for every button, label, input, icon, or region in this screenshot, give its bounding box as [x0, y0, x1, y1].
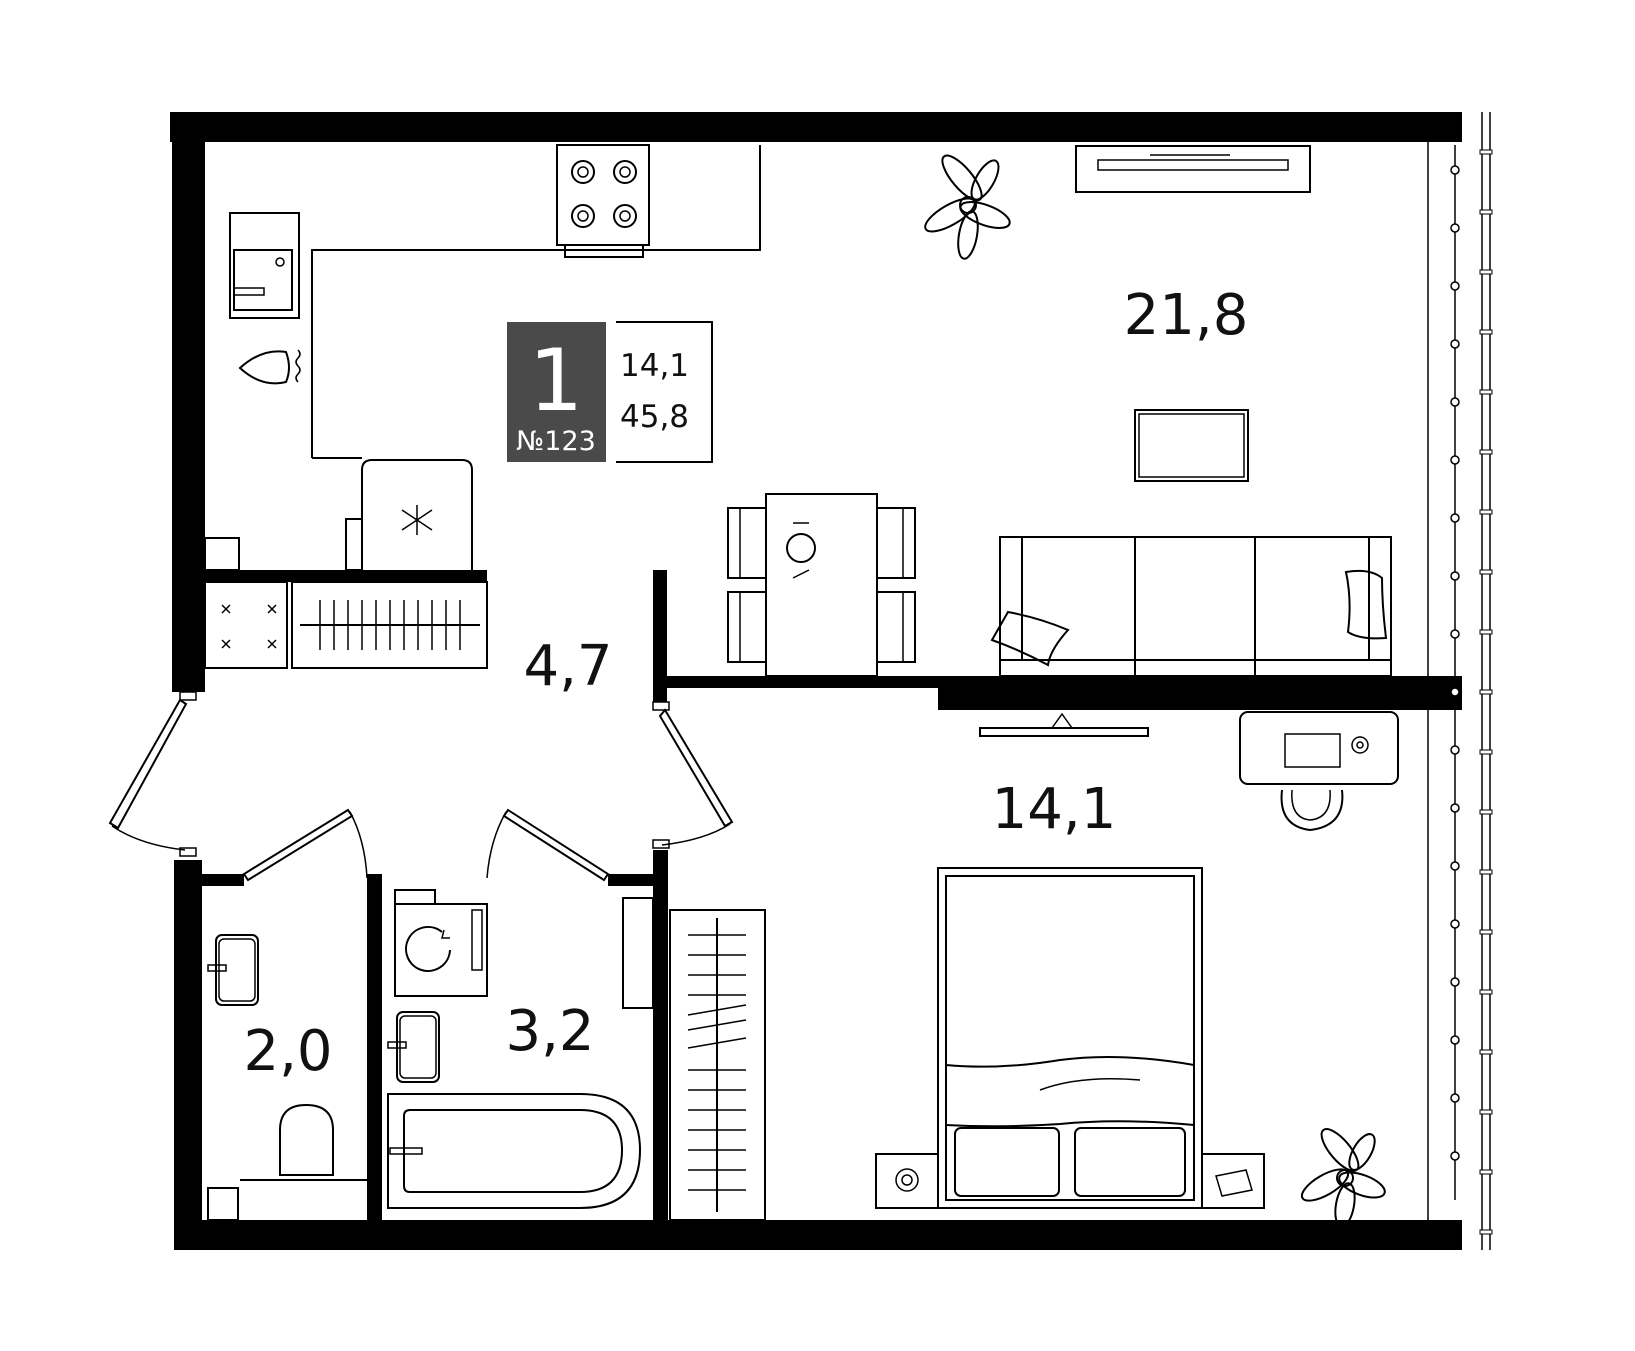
railing-post — [1450, 803, 1460, 813]
window-frame-tick — [1479, 389, 1493, 395]
nightstand-lamp — [875, 1153, 939, 1209]
railing-post — [1450, 223, 1460, 233]
dining-table — [727, 493, 916, 677]
total-area-value: 45,8 — [620, 399, 689, 435]
plant-icon-bedroom — [1300, 1128, 1386, 1228]
sofa — [990, 536, 1392, 677]
railing-post — [1450, 687, 1460, 697]
railing-post — [1450, 629, 1460, 639]
window-frame-tick — [1479, 269, 1493, 275]
railing-post — [1450, 513, 1460, 523]
railing-post — [1450, 1035, 1460, 1045]
entrance-door-right — [652, 701, 734, 849]
railing-post — [1450, 339, 1460, 349]
window-frame-tick — [1479, 449, 1493, 455]
railing-post — [1450, 977, 1460, 987]
window-frame-tick — [1479, 689, 1493, 695]
railing-post — [1450, 919, 1460, 929]
railing-post — [1450, 397, 1460, 407]
apartment-info-box: 1 №123 14,1 45,8 — [507, 321, 713, 463]
toilet-sink — [207, 934, 259, 1006]
tv-stand — [1134, 409, 1249, 482]
window-frame-tick — [1479, 1049, 1493, 1055]
water-heater-icon — [238, 349, 301, 385]
bathroom-door — [486, 808, 610, 882]
railing-post — [1450, 571, 1460, 581]
window-frame-tick — [1479, 149, 1493, 155]
window-frame-tick — [1479, 329, 1493, 335]
railing-post — [1450, 1151, 1460, 1161]
room-area-hallway: 4,7 — [523, 634, 612, 699]
window-frame-tick — [1479, 1169, 1493, 1175]
railing-post — [1450, 281, 1460, 291]
room-area-kitchen-living: 21,8 — [1124, 283, 1249, 348]
walls — [170, 112, 1462, 1250]
cooktop — [556, 144, 650, 258]
window-frame-tick — [1479, 989, 1493, 995]
kitchen-sink — [229, 212, 300, 319]
window-frame-tick — [1479, 749, 1493, 755]
nightstand-book — [1201, 1153, 1265, 1209]
window-frame-tick — [1479, 1109, 1493, 1115]
railing-post — [1450, 455, 1460, 465]
bathroom-sink — [387, 1011, 440, 1083]
toilet-icon — [240, 1103, 367, 1181]
living-area-value: 14,1 — [620, 348, 689, 384]
entrance-door-left — [108, 691, 197, 857]
apartment-number: №123 — [516, 426, 596, 457]
desk — [1239, 711, 1399, 832]
toilet-utility-box — [207, 1187, 239, 1221]
window-frame-tick — [1479, 209, 1493, 215]
bedroom-wardrobe — [669, 909, 766, 1221]
railing-post — [1450, 861, 1460, 871]
bathtub — [387, 1093, 642, 1209]
room-area-bedroom: 14,1 — [992, 777, 1117, 842]
window-frame-tick — [1479, 509, 1493, 515]
wall-air-conditioner — [1075, 145, 1311, 193]
room-area-bathroom: 3,2 — [505, 999, 594, 1064]
bed — [937, 867, 1203, 1209]
window-frame-tick — [1479, 869, 1493, 875]
hallway-shoe-rack — [204, 581, 288, 669]
refrigerator — [345, 459, 473, 571]
hallway-wardrobe — [291, 581, 488, 669]
window-frame-tick — [1479, 809, 1493, 815]
railing-post — [1450, 1093, 1460, 1103]
kitchen-counter — [311, 145, 761, 459]
toilet-door — [242, 808, 368, 882]
room-area-toilet: 2,0 — [243, 1019, 332, 1084]
utility-box — [204, 537, 240, 571]
rooms-count: 1 — [529, 331, 584, 431]
window-frame-tick — [1479, 929, 1493, 935]
window-frame-tick — [1479, 569, 1493, 575]
washing-machine — [394, 889, 488, 997]
railing-post — [1450, 745, 1460, 755]
window-frame-tick — [1479, 1229, 1493, 1235]
apartment-badge — [507, 322, 606, 462]
plant-icon — [924, 154, 1011, 260]
window-frame-tick — [1479, 629, 1493, 635]
bathroom-cabinet — [622, 897, 654, 1009]
tv-unit — [979, 712, 1149, 737]
railing-post — [1450, 165, 1460, 175]
